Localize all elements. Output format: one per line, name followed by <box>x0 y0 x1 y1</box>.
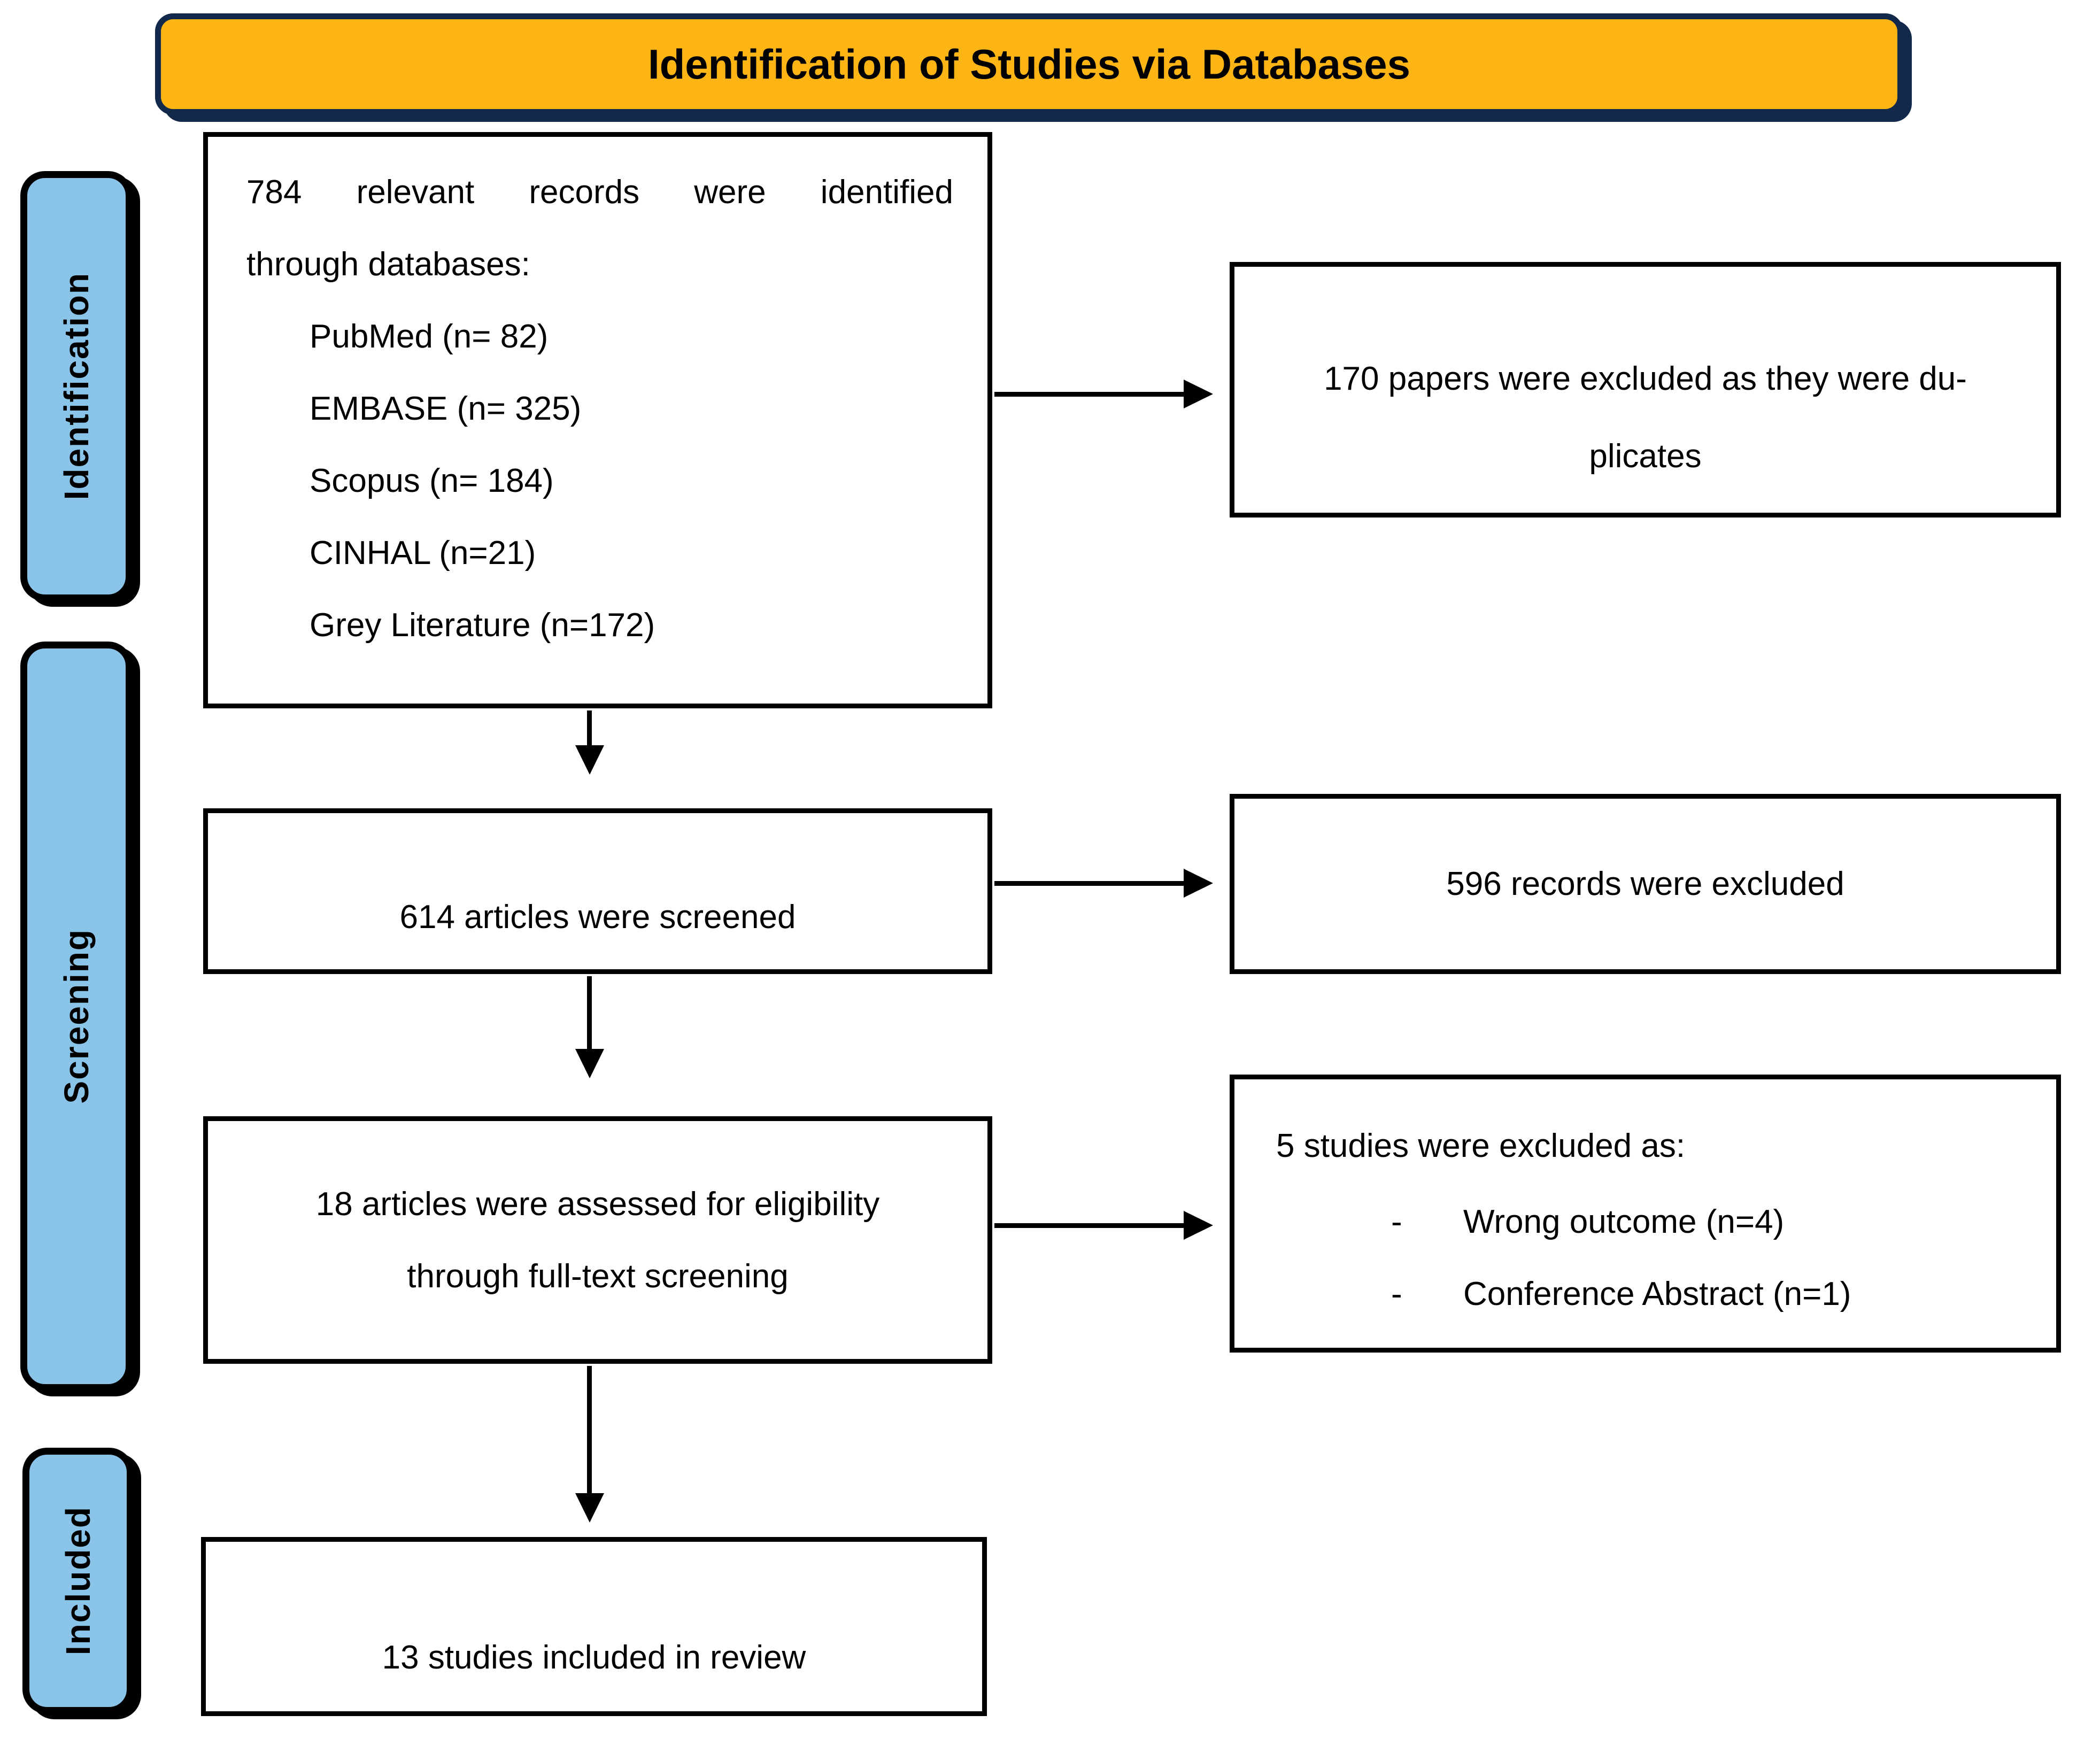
fulltext-excluded-header: 5 studies were excluded as: <box>1276 1127 1686 1164</box>
arrow-right-icon <box>1184 1211 1213 1240</box>
arrow-down-icon <box>575 1049 604 1078</box>
arrow-identified-to-screened-stem <box>587 710 592 746</box>
arrow-to-records-excluded-stem <box>994 881 1184 886</box>
exclusion-reason-item: - Conference Abstract (n=1) <box>1276 1258 2035 1330</box>
source-pubmed: PubMed (n= 82) <box>310 318 549 355</box>
eligibility-box: 18 articles were assessed for eligibilit… <box>203 1116 992 1364</box>
screened-text: 614 articles were screened <box>399 899 796 936</box>
arrow-screened-to-eligibility-stem <box>587 976 592 1049</box>
arrow-eligibility-to-included-stem <box>587 1366 592 1494</box>
identified-line1: 784 relevant records were identified <box>246 174 953 211</box>
stage-identification-label: Identification <box>57 272 96 500</box>
arrow-down-icon <box>575 1493 604 1523</box>
included-studies-box: 13 studies included in review <box>201 1537 987 1716</box>
duplicates-line1: 170 papers were excluded as they were du… <box>1324 360 1967 397</box>
records-excluded-text: 596 records were excluded <box>1446 866 1844 902</box>
eligibility-line1: 18 articles were assessed for eligibilit… <box>315 1185 880 1223</box>
database-source-list: PubMed (n= 82) EMBASE (n= 325) Scopus (n… <box>310 300 953 661</box>
fulltext-excluded-box: 5 studies were excluded as: - Wrong outc… <box>1230 1075 2061 1353</box>
arrow-right-icon <box>1184 869 1213 898</box>
exclusion-reason-text: Conference Abstract (n=1) <box>1463 1276 1851 1312</box>
arrow-to-fulltext-excluded-stem <box>994 1223 1184 1228</box>
identified-line2: through databases: <box>246 246 530 283</box>
screened-box: 614 articles were screened <box>203 808 992 974</box>
source-scopus: Scopus (n= 184) <box>310 462 554 499</box>
arrow-down-icon <box>575 745 604 775</box>
stage-identification: Identification <box>20 171 133 601</box>
source-embase: EMBASE (n= 325) <box>310 390 582 427</box>
stage-screening: Screening <box>20 642 133 1391</box>
exclusion-reason-text: Wrong outcome (n=4) <box>1463 1203 1785 1240</box>
bullet-dash: - <box>1391 1203 1402 1240</box>
duplicates-excluded-box: 170 papers were excluded as they were du… <box>1230 262 2061 517</box>
diagram-title: Identification of Studies via Databases <box>647 40 1410 88</box>
arrow-to-duplicates-stem <box>994 392 1184 397</box>
stage-screening-label: Screening <box>57 929 96 1104</box>
arrow-right-icon <box>1184 380 1213 408</box>
source-grey-literature: Grey Literature (n=172) <box>310 607 655 644</box>
records-excluded-box: 596 records were excluded <box>1230 794 2061 974</box>
identified-records-box: 784 relevant records were identified thr… <box>203 132 992 708</box>
duplicates-line2: plicates <box>1589 438 1702 475</box>
included-text: 13 studies included in review <box>382 1639 806 1676</box>
title-banner: Identification of Studies via Databases <box>155 13 1903 115</box>
exclusion-reason-item: - Wrong outcome (n=4) <box>1276 1186 2035 1258</box>
stage-included-label: Included <box>59 1506 97 1656</box>
bullet-dash: - <box>1391 1276 1402 1312</box>
source-cinhal: CINHAL (n=21) <box>310 535 536 571</box>
stage-included: Included <box>22 1448 134 1714</box>
eligibility-line2: through full-text screening <box>407 1257 789 1295</box>
